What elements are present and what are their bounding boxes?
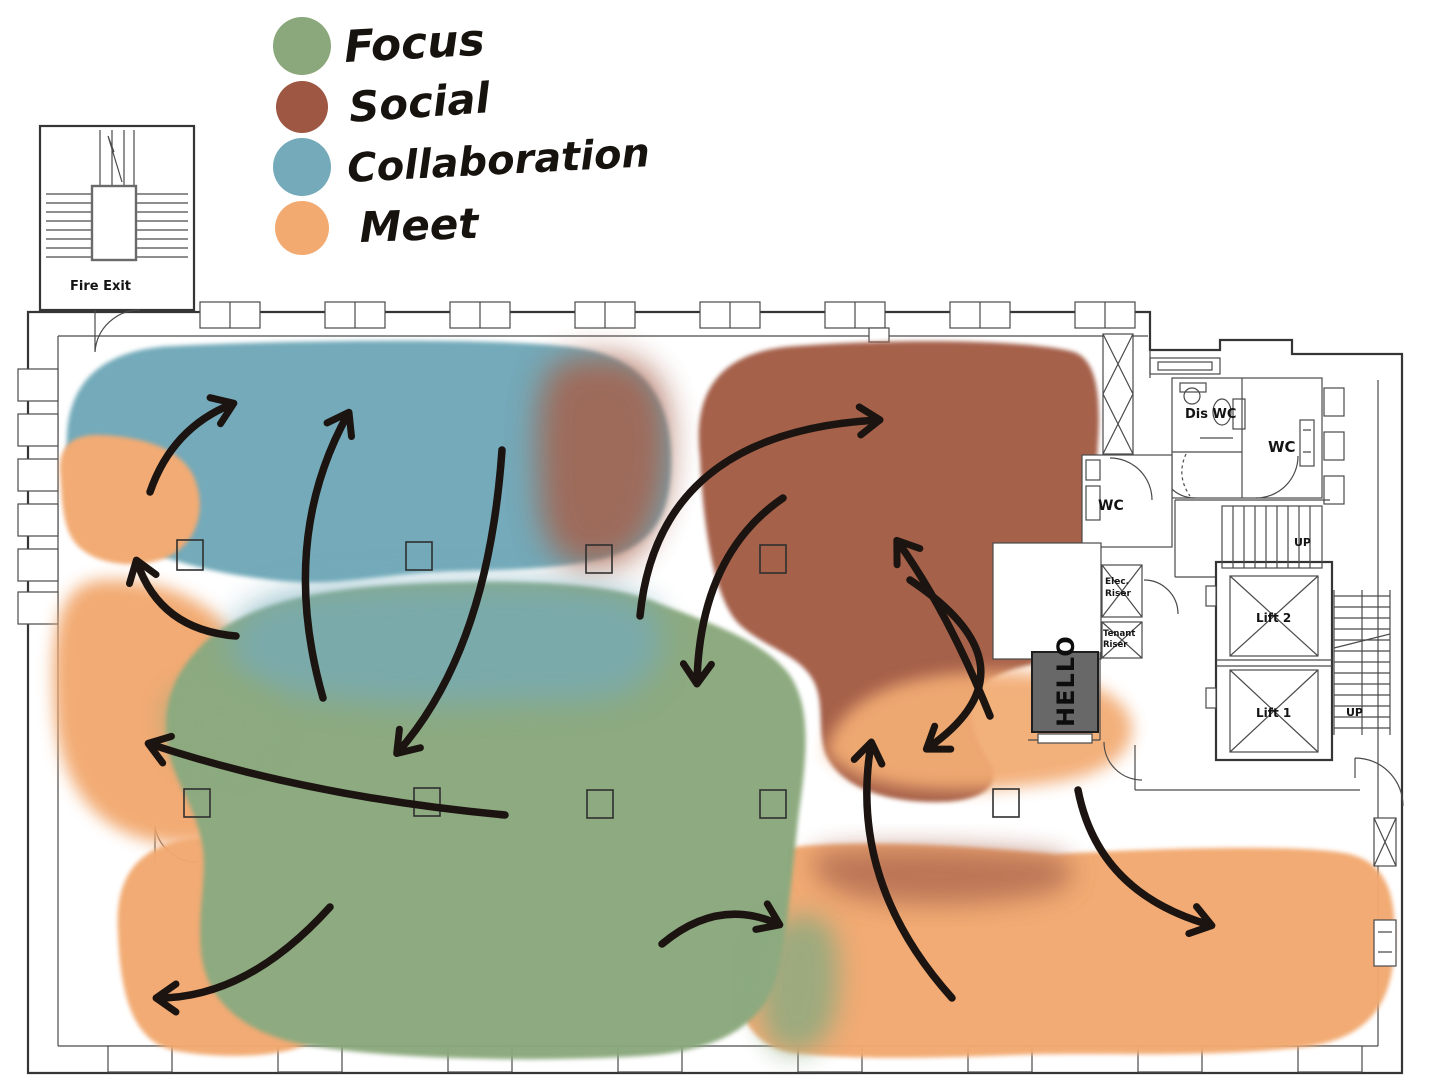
hello-reception: HELLO <box>1031 635 1099 744</box>
building-outline <box>26 310 1404 1075</box>
wc-small-room: WC <box>1081 454 1173 548</box>
wc-label: WC <box>1268 438 1296 456</box>
svg-text:Tenant: Tenant <box>1103 629 1135 639</box>
fire-exit-label: Fire Exit <box>70 279 131 294</box>
svg-text:Elec.: Elec. <box>1105 577 1129 587</box>
columns <box>176 539 1020 819</box>
legend-swatch-social <box>276 81 328 133</box>
flow-arrow <box>144 732 509 819</box>
stairs-top-label: UP <box>1294 536 1311 549</box>
flow-arrow <box>1074 786 1216 938</box>
legend-swatch-meet <box>275 201 329 255</box>
flow-arrow <box>906 576 985 753</box>
stairs-top: UP <box>1221 505 1323 569</box>
blend-social-over-meet-bottom <box>812 847 1073 904</box>
legend: Focus Social Collaboration Meet <box>273 15 651 255</box>
flow-arrows <box>126 394 1216 1016</box>
lift-lobby <box>992 542 1102 660</box>
wc-block: Dis WC WC <box>1160 377 1345 505</box>
lift-block: Lift 2 Lift 1 <box>1205 560 1334 762</box>
fire-exit-stair-tower: Fire Exit <box>38 124 196 353</box>
flow-arrow <box>658 900 784 948</box>
flow-arrow <box>393 446 506 758</box>
blend-green-wave-left <box>168 681 278 772</box>
flow-arrow <box>126 556 240 640</box>
hello-label: HELLO <box>1052 635 1080 727</box>
zone-focus <box>166 581 806 1060</box>
flow-arrow <box>850 738 956 1002</box>
zone-blobs <box>53 340 1395 1060</box>
legend-label-meet: Meet <box>359 199 481 252</box>
legend-swatch-collaboration <box>273 138 331 196</box>
legend-label-social: Social <box>347 73 492 132</box>
tenant-riser: Tenant Riser <box>1101 621 1143 781</box>
lift1-label: Lift 1 <box>1256 706 1291 720</box>
lift2-label: Lift 2 <box>1256 611 1291 625</box>
corner-details <box>1354 757 1404 967</box>
elec-riser: Elec. Riser <box>1101 564 1179 618</box>
flow-arrow <box>301 408 356 702</box>
svg-text:Riser: Riser <box>1105 589 1131 599</box>
service-core: Dis WC WC WC Elec. Riser <box>992 333 1404 967</box>
flow-arrow <box>636 403 884 620</box>
legend-swatch-focus <box>273 17 331 75</box>
flow-arrow <box>679 494 787 688</box>
flow-arrow <box>152 903 334 1016</box>
blend-focus-over-meet-bottom <box>759 915 839 1053</box>
top-wall-windows <box>199 301 1136 343</box>
wc-small-label: WC <box>1098 498 1124 514</box>
stairs-right: UP <box>1333 590 1391 735</box>
stairs-right-label: UP <box>1346 706 1363 719</box>
blend-social-over-collaboration <box>537 355 669 568</box>
fire-exit-door-arc <box>94 309 141 353</box>
legend-label-collaboration: Collaboration <box>346 130 651 192</box>
blend-collaboration-over-focus <box>229 582 663 705</box>
flow-arrow <box>146 394 238 496</box>
zone-social <box>698 341 1099 802</box>
legend-label-focus: Focus <box>343 15 486 73</box>
dis-wc-label: Dis WC <box>1185 407 1236 422</box>
svg-text:Riser: Riser <box>1103 640 1128 650</box>
